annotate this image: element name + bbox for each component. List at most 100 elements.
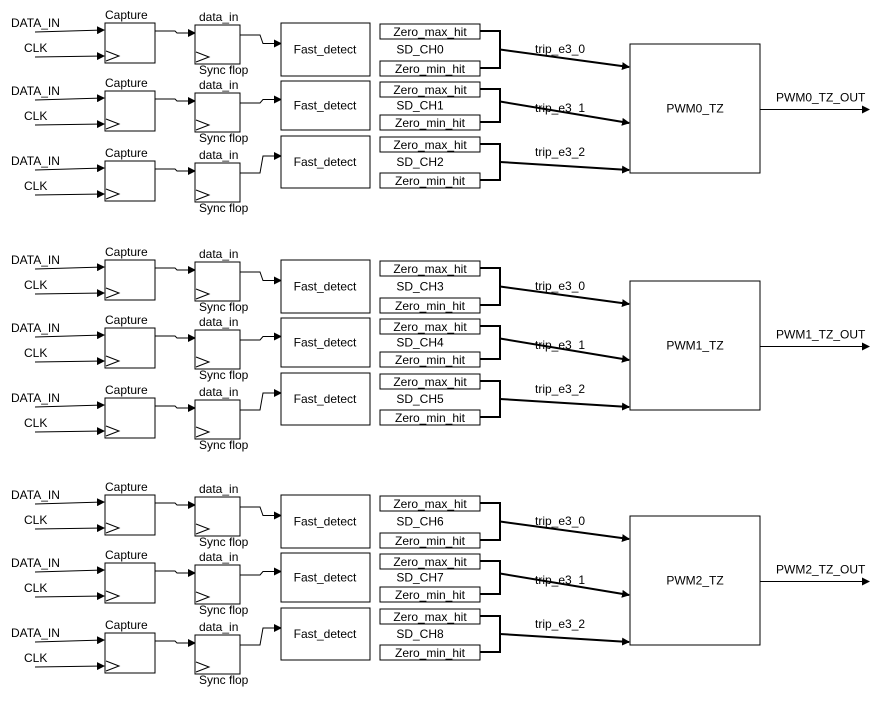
clock-triangle-icon	[105, 188, 121, 200]
clock-triangle-icon	[105, 118, 121, 130]
sync-flop-block	[194, 564, 241, 605]
clk-label: CLK	[24, 109, 47, 123]
capture-to-sync-wire	[155, 266, 196, 274]
sync-to-fast-wire	[240, 567, 282, 576]
pwm-tz-block	[629, 515, 761, 646]
fast-detect-label: Fast_detect	[294, 571, 357, 585]
data-in-label: DATA_IN	[11, 391, 60, 405]
clock-triangle-icon	[105, 425, 121, 437]
data-in-arrow	[34, 636, 105, 645]
zero-max-hit-label: Zero_max_hit	[393, 375, 467, 389]
sync-flop-label: Sync flop	[199, 131, 249, 145]
clk-label: CLK	[24, 278, 47, 292]
sync-data-in-label: data_in	[199, 10, 238, 24]
clock-triangle-icon	[195, 356, 211, 368]
fast-detect-label: Fast_detect	[294, 43, 357, 57]
clock-triangle-icon	[195, 288, 211, 300]
sync-data-in-label: data_in	[199, 247, 238, 261]
data-in-label: DATA_IN	[11, 626, 60, 640]
capture-block	[104, 90, 156, 132]
clk-arrow	[34, 427, 105, 436]
fast-detect-block	[280, 372, 371, 426]
capture-label: Capture	[105, 618, 148, 632]
sd-channel-label: SD_CH0	[396, 43, 444, 57]
clk-label: CLK	[24, 513, 47, 527]
zero-min-hit-label: Zero_min_hit	[395, 588, 466, 602]
trip-arrow	[499, 285, 630, 308]
trip-label: trip_e3_0	[535, 42, 585, 56]
sync-flop-block	[194, 92, 241, 133]
sync-flop-label: Sync flop	[199, 63, 249, 77]
sync-to-fast-wire	[240, 34, 282, 48]
zero-max-hit-label: Zero_max_hit	[393, 83, 467, 97]
or-bracket	[480, 380, 501, 418]
fast-detect-label: Fast_detect	[294, 280, 357, 294]
data-in-label: DATA_IN	[11, 16, 60, 30]
capture-block	[104, 160, 156, 202]
sd-channel-label: SD_CH1	[396, 99, 444, 113]
sd-channel-label: SD_CH2	[396, 155, 444, 169]
capture-block	[104, 632, 156, 674]
clock-triangle-icon	[105, 522, 121, 534]
sync-flop-block	[194, 162, 241, 203]
sync-flop-block	[194, 261, 241, 302]
clk-arrow	[34, 190, 105, 199]
clock-triangle-icon	[105, 50, 121, 62]
sync-flop-label: Sync flop	[199, 438, 249, 452]
clk-label: CLK	[24, 41, 47, 55]
sync-flop-label: Sync flop	[199, 368, 249, 382]
capture-label: Capture	[105, 146, 148, 160]
trip-arrow	[499, 398, 630, 411]
clk-label: CLK	[24, 179, 47, 193]
or-bracket	[480, 143, 501, 181]
zero-max-hit-label: Zero_max_hit	[393, 497, 467, 511]
sync-to-fast-wire	[240, 389, 282, 411]
or-bracket	[480, 560, 501, 595]
data-in-label: DATA_IN	[11, 84, 60, 98]
zero-max-hit-label: Zero_max_hit	[393, 25, 467, 39]
clk-label: CLK	[24, 651, 47, 665]
capture-to-sync-wire	[155, 97, 196, 105]
fast-detect-label: Fast_detect	[294, 515, 357, 529]
capture-block	[104, 327, 156, 369]
clk-arrow	[34, 120, 105, 129]
data-in-arrow	[34, 331, 105, 340]
zero-min-hit-label: Zero_min_hit	[395, 299, 466, 313]
capture-block	[104, 562, 156, 604]
fast-detect-block	[280, 552, 371, 603]
zero-min-hit-label: Zero_min_hit	[395, 116, 466, 130]
data-in-arrow	[34, 263, 105, 272]
data-in-arrow	[34, 94, 105, 103]
zero-max-hit-label: Zero_max_hit	[393, 610, 467, 624]
capture-label: Capture	[105, 480, 148, 494]
sync-to-fast-wire	[240, 624, 282, 646]
sync-data-in-label: data_in	[199, 385, 238, 399]
fast-detect-label: Fast_detect	[294, 155, 357, 169]
clock-triangle-icon	[105, 287, 121, 299]
fast-detect-block	[280, 80, 371, 131]
data-in-arrow	[34, 26, 105, 35]
clock-triangle-icon	[195, 51, 211, 63]
sync-flop-block	[194, 24, 241, 65]
clk-arrow	[34, 662, 105, 671]
clk-label: CLK	[24, 416, 47, 430]
sd-channel-label: SD_CH7	[396, 571, 444, 585]
pwm-tz-label: PWM1_TZ	[666, 339, 723, 353]
fast-detect-label: Fast_detect	[294, 336, 357, 350]
sync-flop-block	[194, 496, 241, 537]
clk-arrow	[34, 52, 105, 61]
fast-detect-block	[280, 494, 371, 549]
clock-triangle-icon	[105, 355, 121, 367]
capture-to-sync-wire	[155, 639, 196, 647]
sync-to-fast-wire	[240, 95, 282, 104]
clock-triangle-icon	[195, 661, 211, 673]
data-in-arrow	[34, 498, 105, 507]
clock-triangle-icon	[105, 590, 121, 602]
sd-channel-label: SD_CH5	[396, 392, 444, 406]
